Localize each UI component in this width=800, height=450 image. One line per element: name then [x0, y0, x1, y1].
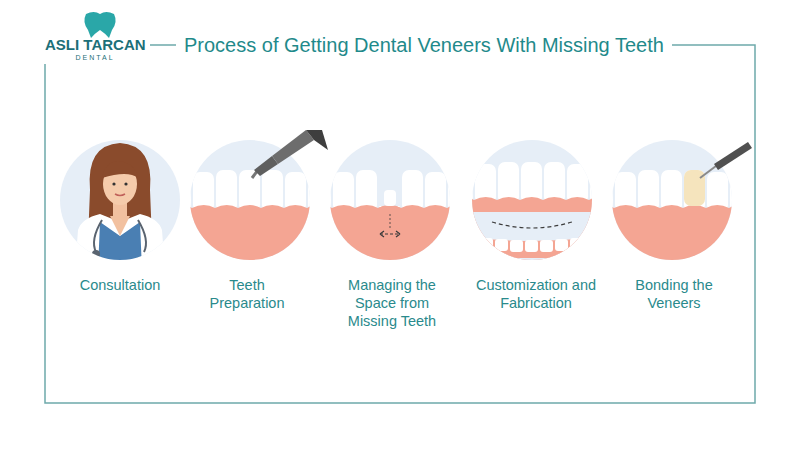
step-label: Bonding the Veneers: [625, 276, 723, 312]
step-caption: Consultation: [64, 276, 176, 294]
step-label: Teeth Preparation: [201, 276, 293, 312]
space-figure: [310, 140, 470, 270]
step-label: Customization and Fabrication: [475, 276, 597, 312]
diagram-title: Process of Getting Dental Veneers With M…: [176, 33, 672, 57]
step-caption: Managing the Space from Missing Teeth: [340, 276, 444, 330]
step-caption: Teeth Preparation: [201, 276, 293, 312]
step-caption: Customization and Fabrication: [475, 276, 597, 312]
preparation-figure: [170, 130, 330, 270]
frame: [45, 45, 755, 403]
bonding-figure: [592, 140, 752, 270]
fabrication-figure: [452, 140, 612, 272]
step-label: Consultation: [64, 276, 176, 294]
logo-name: ASLI TARCAN: [45, 37, 145, 54]
logo-icon: [84, 12, 115, 38]
logo-subtitle: DENTAL: [45, 54, 145, 62]
step-caption: Bonding the Veneers: [625, 276, 723, 312]
doctor-figure: [60, 140, 180, 270]
step-label: Managing the Space from Missing Teeth: [340, 276, 444, 330]
